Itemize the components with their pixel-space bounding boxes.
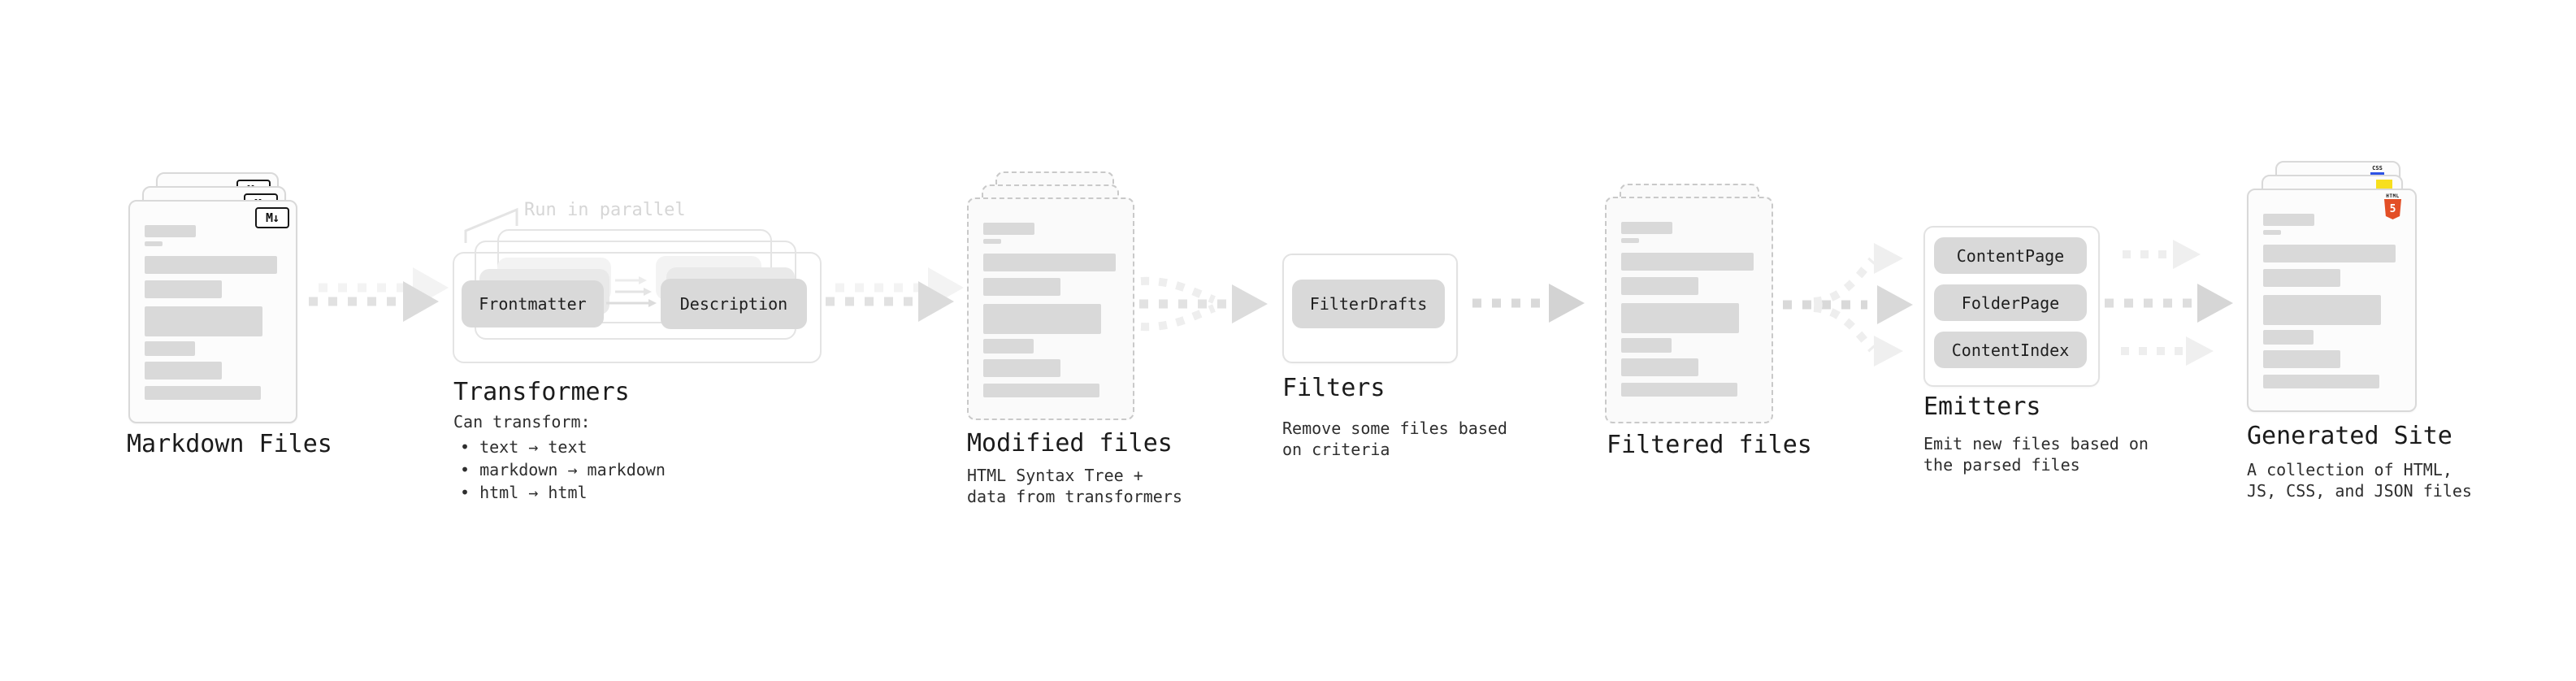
arrow-transformers-to-modified bbox=[826, 281, 954, 322]
run-in-parallel-callout: Run in parallel bbox=[524, 200, 686, 220]
arrow-markdown-to-transformers bbox=[309, 281, 439, 322]
text-line-placeholder bbox=[1621, 277, 1698, 295]
text-line-placeholder bbox=[983, 339, 1034, 354]
markdown-files-label: Markdown Files bbox=[127, 430, 332, 458]
javascript-icon bbox=[2376, 180, 2392, 189]
text-line-placeholder bbox=[1621, 253, 1754, 271]
transformer-container-front bbox=[453, 252, 822, 363]
filtered-files-label: Filtered files bbox=[1607, 431, 1812, 459]
text-line-placeholder bbox=[1621, 222, 1672, 234]
text-line-placeholder bbox=[1621, 338, 1672, 353]
arrow-emitters-to-generated bbox=[2105, 240, 2233, 366]
text-line-placeholder bbox=[145, 362, 222, 380]
html5-icon: HTML 5 bbox=[2384, 193, 2401, 219]
text-line-placeholder bbox=[1621, 303, 1739, 333]
text-line-placeholder bbox=[145, 241, 163, 246]
arrow-filters-to-filtered bbox=[1472, 284, 1585, 323]
modified-file-card-front bbox=[967, 197, 1134, 420]
modified-files-description: HTML Syntax Tree + data from transformer… bbox=[967, 466, 1182, 506]
text-line-placeholder bbox=[2263, 295, 2381, 325]
text-line-placeholder bbox=[145, 341, 195, 356]
css-icon-label: CSS bbox=[2372, 165, 2383, 171]
arrow-filtered-to-emitters bbox=[1783, 243, 1913, 367]
text-line-placeholder bbox=[983, 359, 1060, 377]
text-line-placeholder bbox=[1621, 383, 1737, 397]
text-line-placeholder bbox=[2263, 269, 2340, 287]
css-icon: CSS bbox=[2370, 166, 2384, 175]
css-icon-underline bbox=[2370, 172, 2384, 175]
text-line-placeholder bbox=[2263, 245, 2396, 262]
text-line-placeholder bbox=[145, 225, 196, 237]
filterdrafts-pill: FilterDrafts bbox=[1292, 280, 1445, 328]
arrow-modified-to-filters bbox=[1139, 276, 1268, 332]
text-line-placeholder bbox=[2263, 375, 2379, 388]
text-line-placeholder bbox=[983, 223, 1034, 235]
modified-files-label: Modified files bbox=[967, 429, 1173, 458]
arrow-markdown-to-transformers-echo bbox=[319, 267, 449, 308]
text-line-placeholder bbox=[2263, 214, 2314, 226]
contentindex-pill: ContentIndex bbox=[1934, 332, 2087, 368]
generated-site-description: A collection of HTML, JS, CSS, and JSON … bbox=[2247, 460, 2472, 501]
emitters-description: Emit new files based on the parsed files bbox=[1923, 434, 2149, 475]
text-line-placeholder bbox=[145, 280, 222, 298]
text-line-placeholder bbox=[145, 306, 262, 336]
frontmatter-pill: Frontmatter bbox=[462, 280, 604, 327]
emitters-label: Emitters bbox=[1923, 393, 2041, 421]
html5-icon-label: HTML bbox=[2386, 193, 2400, 199]
bullet-item: • text → text bbox=[460, 437, 588, 457]
folderpage-pill: FolderPage bbox=[1934, 284, 2087, 321]
filters-label: Filters bbox=[1282, 374, 1386, 402]
text-line-placeholder bbox=[983, 239, 1001, 244]
text-line-placeholder bbox=[1621, 238, 1639, 243]
filtered-file-card-front bbox=[1605, 197, 1773, 423]
text-line-placeholder bbox=[983, 384, 1099, 397]
text-line-placeholder bbox=[145, 256, 277, 274]
text-line-placeholder bbox=[983, 304, 1101, 334]
bullet-item: • markdown → markdown bbox=[460, 460, 666, 479]
text-line-placeholder bbox=[145, 386, 261, 400]
text-line-placeholder bbox=[2263, 230, 2281, 235]
contentpage-pill: ContentPage bbox=[1934, 237, 2087, 274]
text-line-placeholder bbox=[1621, 358, 1698, 376]
text-line-placeholder bbox=[2263, 350, 2340, 368]
html5-icon-number: 5 bbox=[2389, 203, 2396, 215]
transformers-bullet-list: • text → text • markdown → markdown • ht… bbox=[460, 436, 666, 504]
text-line-placeholder bbox=[983, 254, 1116, 271]
arrow-transformers-to-modified-echo bbox=[835, 267, 964, 308]
text-line-placeholder bbox=[2263, 330, 2314, 345]
generated-html-file-card: HTML 5 bbox=[2247, 189, 2417, 412]
markdown-file-card-front: M↓ bbox=[128, 200, 297, 423]
text-line-placeholder bbox=[983, 278, 1060, 296]
description-pill: Description bbox=[661, 279, 807, 329]
transformers-label: Transformers bbox=[453, 378, 630, 406]
html5-icon-shield: 5 bbox=[2384, 199, 2401, 219]
transformers-description: Can transform: bbox=[453, 412, 591, 432]
filters-description: Remove some files based on criteria bbox=[1282, 419, 1507, 459]
markdown-icon: M↓ bbox=[255, 207, 289, 228]
bullet-item: • html → html bbox=[460, 483, 588, 502]
generated-site-label: Generated Site bbox=[2247, 422, 2452, 450]
